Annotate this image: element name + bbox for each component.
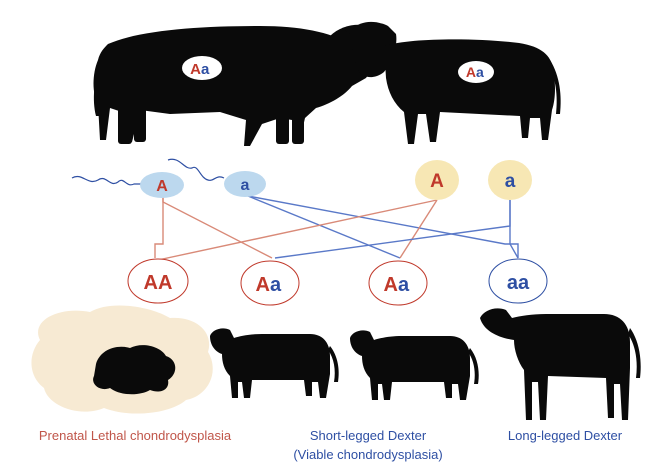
- line-egg-a-to-Aa-left: [275, 200, 510, 258]
- line-sperm-a-to-aa: [248, 196, 518, 258]
- egg-a-allele: a: [505, 171, 516, 192]
- offspring-genotype-aa: a a: [489, 259, 547, 303]
- sperm-a: a: [168, 159, 266, 197]
- offspring-genotype-Aa-right: A a: [369, 261, 427, 305]
- cow-genotype-badge: A a: [458, 61, 494, 83]
- offspring-1-allele-2: A: [158, 272, 172, 294]
- caption-long-legged: Long-legged Dexter: [490, 428, 640, 443]
- caption-short-legged-line2: (Viable chondrodysplasia): [268, 447, 468, 462]
- sperm-A-allele: A: [156, 178, 168, 195]
- offspring-2-allele-1: A: [256, 274, 270, 296]
- offspring-2-allele-2: a: [270, 274, 282, 296]
- egg-a: a: [488, 160, 532, 200]
- bull-allele-1: A: [190, 61, 201, 78]
- long-legged-calf: [480, 308, 641, 420]
- cow-allele-1: A: [466, 64, 476, 80]
- cross-lines: [155, 196, 518, 260]
- offspring-4-allele-2: a: [518, 272, 530, 294]
- egg-A: A: [415, 160, 459, 200]
- offspring-genotype-Aa-left: A a: [241, 261, 299, 305]
- short-legged-calf-1: [210, 328, 339, 398]
- cow-silhouette: [342, 22, 561, 144]
- bull-allele-2: a: [201, 61, 210, 78]
- line-sperm-a-to-Aa-right: [248, 196, 400, 258]
- line-egg-A-to-Aa-right: [400, 200, 437, 258]
- offspring-genotype-AA: A A: [128, 259, 188, 303]
- lethal-fetus-illustration: [31, 305, 212, 413]
- sperm-A: A: [72, 172, 184, 198]
- line-sperm-A-to-AA: [155, 196, 163, 258]
- line-egg-A-to-AA: [158, 200, 437, 260]
- fetus-silhouette: [93, 345, 175, 394]
- bull-silhouette: [94, 25, 381, 146]
- caption-short-legged-line1: Short-legged Dexter: [268, 428, 468, 443]
- sperm-a-allele: a: [241, 177, 250, 194]
- cow-allele-2: a: [476, 64, 484, 80]
- offspring-1-allele-1: A: [144, 272, 158, 294]
- sperm-A-tail: [72, 176, 142, 184]
- offspring-3-allele-1: A: [384, 274, 398, 296]
- offspring-3-allele-2: a: [398, 274, 410, 296]
- egg-A-allele: A: [430, 171, 444, 192]
- caption-lethal: Prenatal Lethal chondrodysplasia: [10, 428, 260, 443]
- line-sperm-A-to-Aa-left: [163, 196, 272, 258]
- line-egg-a-to-aa: [510, 200, 518, 258]
- short-legged-calf-2: [350, 330, 479, 400]
- bull-genotype-badge: A a: [182, 56, 222, 80]
